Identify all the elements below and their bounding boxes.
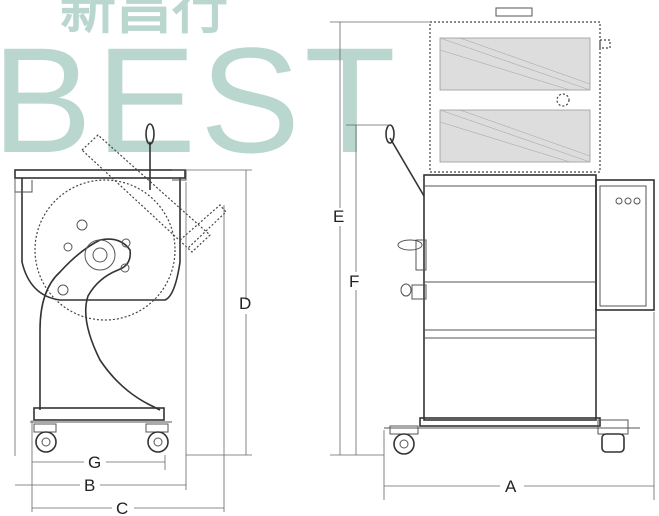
watermark: 新昌行 BEST <box>0 0 400 184</box>
side-pivot <box>57 284 69 296</box>
front-lid-mesh <box>439 37 591 163</box>
front-motor-housing <box>595 179 655 311</box>
front-knob-upper-stem <box>415 239 427 271</box>
front-lid-latch <box>599 39 611 49</box>
side-rim-cap <box>172 169 187 181</box>
front-wheel-left <box>389 425 419 455</box>
front-lid <box>429 21 601 173</box>
front-view <box>384 7 655 455</box>
side-gear-inner <box>92 247 108 263</box>
watermark-latin: BEST <box>0 16 400 184</box>
front-knob-lower <box>400 283 412 297</box>
front-knob-upper <box>397 239 423 251</box>
front-knob-lower-stem <box>411 284 427 300</box>
side-view <box>14 123 227 453</box>
dimension-label-c: C <box>116 499 128 516</box>
front-control-buttons <box>615 197 641 205</box>
front-lid-handle <box>495 7 533 17</box>
side-bowl-rim <box>14 169 186 179</box>
side-bowl-circle <box>34 179 176 321</box>
side-gear-hub <box>84 239 116 271</box>
side-wheel-left <box>33 423 57 453</box>
side-base <box>33 407 165 421</box>
side-tilted-handle <box>179 204 227 249</box>
front-wheel-right <box>597 419 629 453</box>
side-bolt-4 <box>76 219 88 231</box>
dimension-label-f: F <box>349 272 359 291</box>
side-support-arm <box>39 238 161 411</box>
side-bolt-2 <box>121 238 131 248</box>
front-base <box>419 417 601 427</box>
side-tilted-bowl <box>81 134 211 253</box>
watermark-cjk: 新昌行 <box>60 0 228 40</box>
front-lid-circle <box>556 93 570 107</box>
dimension-label-a: A <box>505 477 517 496</box>
dimension-label-d: D <box>239 294 251 313</box>
left-dimensions: D G B C <box>14 169 252 516</box>
front-body <box>423 174 597 421</box>
dimension-label-e: E <box>333 207 344 226</box>
side-bowl-body <box>21 178 181 301</box>
front-tilt-handle <box>389 137 425 197</box>
side-wheel-right <box>145 423 169 453</box>
front-motor-panel <box>599 185 647 307</box>
dimension-label-b: B <box>84 476 95 495</box>
dimension-label-g: G <box>88 453 101 472</box>
right-dimensions: E F A <box>330 21 655 500</box>
side-bolt-1 <box>63 242 73 252</box>
side-bolt-3 <box>120 263 130 273</box>
side-lever-knob <box>145 123 155 145</box>
